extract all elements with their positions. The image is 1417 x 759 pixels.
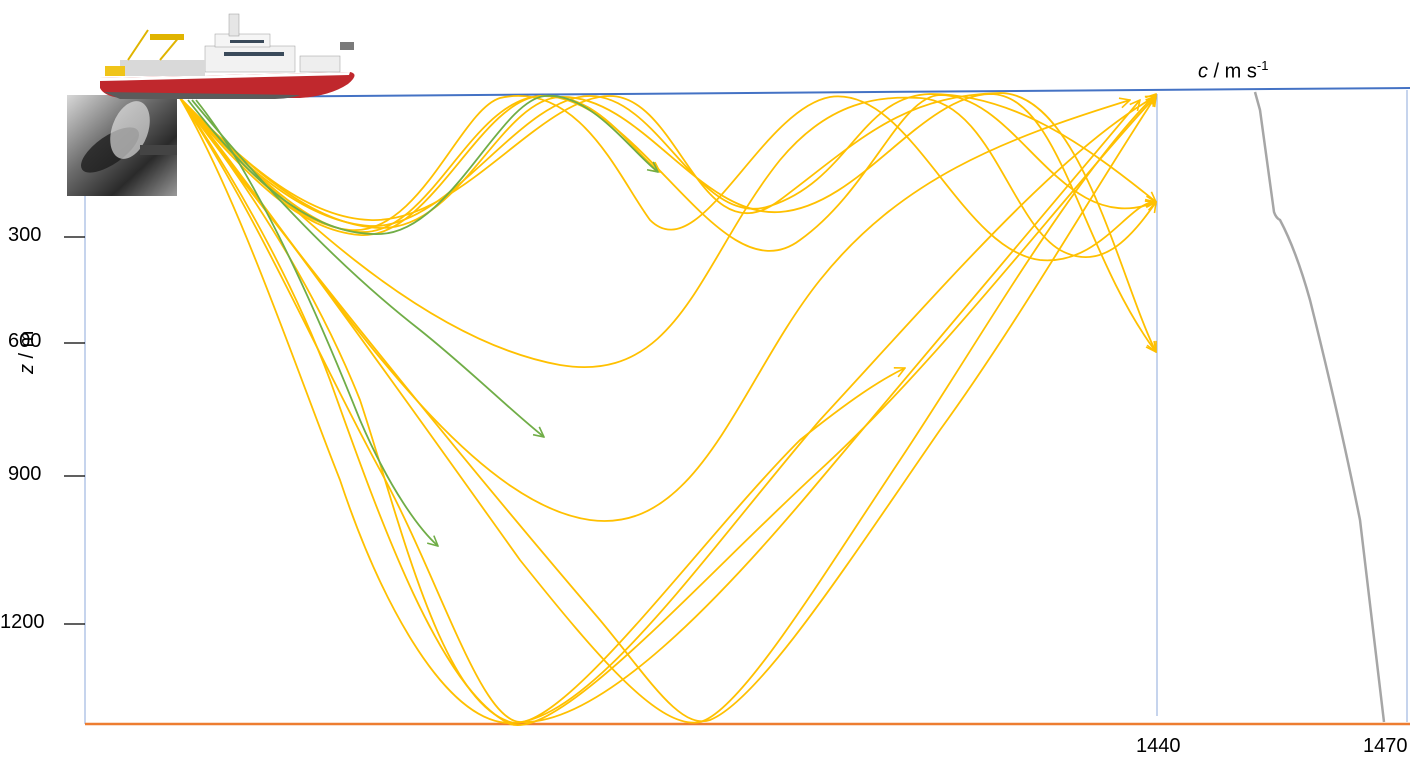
ray-path [179,96,1156,368]
y-axis-label: z / m [16,331,39,374]
ray-paths-yellow [179,92,1156,727]
ray-path [179,96,1156,724]
x-axis-label: c / m s-1 [1198,58,1268,84]
ship-image [100,13,355,99]
ray-path [195,99,438,546]
ray-path [179,97,1140,723]
x-tick-label: 1440 [1136,735,1181,757]
y-axis-var: z [16,364,38,374]
y-ticks [64,236,85,625]
ray-path [179,95,660,236]
x-axis-unit: / m s [1208,60,1257,83]
ray-paths-green [187,95,658,546]
ray-path [191,99,544,437]
x-axis-unit-exponent: -1 [1256,58,1269,73]
ray-path [179,93,1156,227]
ray-path [187,95,658,235]
x-axis-var: c [1198,60,1208,83]
x-tick-label: 1470 [1363,735,1408,757]
frame [84,87,1411,726]
ray-path [179,98,1130,522]
ray-path [179,94,1156,724]
y-axis-unit: / m [16,330,38,364]
ray-path [179,95,1156,262]
ray-path [179,92,1156,352]
hydrophone-photo [67,95,177,196]
y-tick-label: 300 [8,224,42,246]
y-tick-label: 1200 [0,611,45,633]
y-tick-label: 600 [8,330,42,352]
y-tick-label: 900 [8,463,42,485]
ray-path [179,96,1156,727]
sound-speed-profile [1253,91,1386,723]
ray-path [179,96,1156,723]
